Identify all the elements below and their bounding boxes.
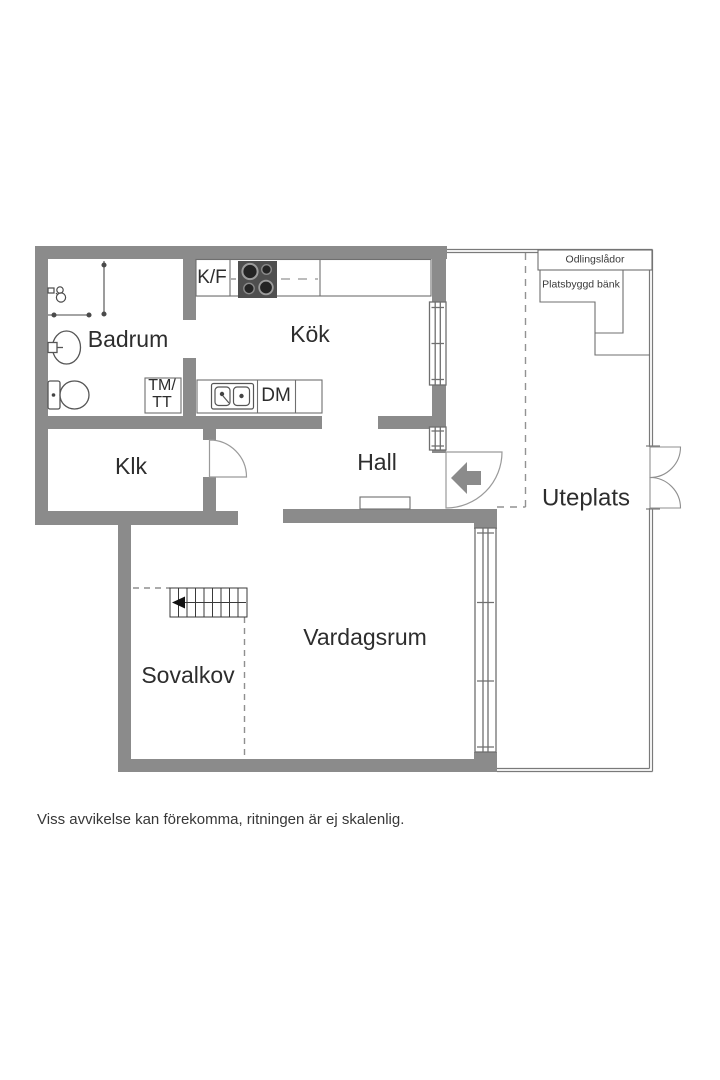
- room-label-vardagsrum: Vardagsrum: [303, 623, 427, 650]
- window-hall: [428, 426, 447, 451]
- dryer-label-line: TT: [152, 394, 172, 411]
- window-livingroom: [474, 527, 497, 753]
- kitchen-counter-bottom: [196, 379, 323, 414]
- patio-dashed-outline: [497, 253, 527, 508]
- dishwasher-label: DM: [261, 385, 291, 407]
- built-in-bench-outline: [539, 270, 650, 356]
- shower-screen-lines: [48, 261, 107, 318]
- room-label-hall: Hall: [357, 448, 397, 475]
- fridge-freezer-label: K/F: [197, 267, 227, 289]
- stairs-icon: [169, 587, 248, 618]
- patio-gate-door-arcs: [649, 446, 682, 509]
- stove-icon: [238, 261, 277, 298]
- washer-dryer-label: TM/ TT: [148, 377, 176, 412]
- disclaimer-caption: Viss avvikelse kan förekomma, ritningen …: [37, 811, 405, 828]
- planting-box-outline: [537, 249, 653, 271]
- room-label-badrum: Badrum: [87, 325, 169, 352]
- patio-boundary: [447, 248, 660, 773]
- built-in-bench-label: Platsbyggd bänk: [542, 278, 620, 291]
- alcove-dashed-boundary: [133, 587, 246, 756]
- room-label-klk: Klk: [115, 452, 147, 479]
- shower-mixer-icon: [47, 286, 67, 303]
- walls: [35, 246, 497, 772]
- room-label-uteplats: Uteplats: [541, 484, 631, 512]
- klk-door-arc: [208, 439, 248, 478]
- hall-step: [359, 496, 411, 510]
- entrance-arrow-icon: [451, 462, 481, 494]
- bathroom-sink-icon: [47, 330, 82, 365]
- window-kitchen: [428, 301, 447, 386]
- washer-label-line: TM/: [148, 377, 176, 395]
- washer-dryer-box: [144, 377, 182, 414]
- room-label-sovalkov: Sovalkov: [141, 661, 235, 688]
- kitchen-sink-icon: [210, 382, 255, 410]
- planting-box-label: Odlingslådor: [565, 253, 625, 266]
- kitchen-counter-top: [195, 258, 432, 297]
- room-label-kok: Kök: [290, 320, 330, 347]
- fridge-freezer-box: [195, 258, 237, 297]
- toilet-icon: [47, 380, 90, 410]
